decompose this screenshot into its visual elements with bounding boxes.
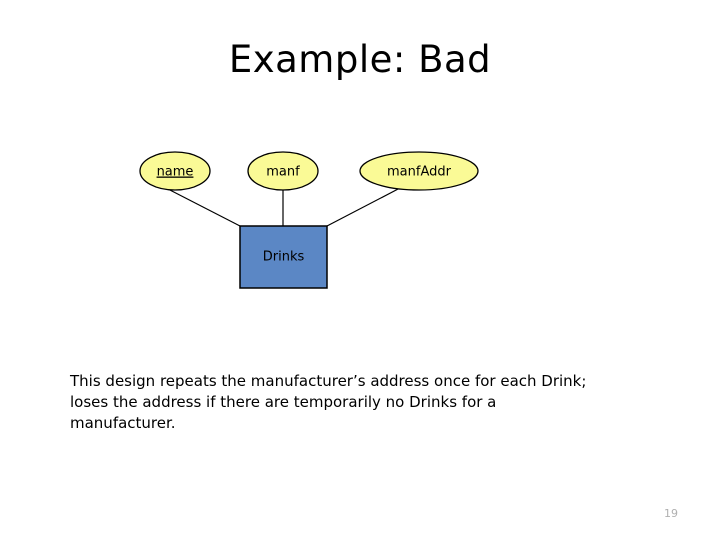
connector-name-drinks	[165, 187, 241, 227]
page-number: 19	[664, 507, 678, 520]
attribute-name-label: name	[157, 165, 194, 180]
attribute-manf[interactable]	[247, 151, 319, 191]
connector-manfaddr-drinks	[326, 187, 401, 227]
page-title: Example: Bad	[228, 38, 492, 81]
attribute-manf-label: manf	[266, 165, 300, 180]
body-text: This design repeats the manufacturer’s a…	[70, 372, 587, 432]
attribute-name[interactable]	[139, 151, 211, 191]
attribute-manfaddr-label: manfAddr	[387, 165, 452, 180]
entity-drinks-label: Drinks	[263, 250, 305, 265]
attribute-manfaddr[interactable]	[359, 151, 479, 191]
entity-drinks[interactable]	[239, 225, 328, 289]
